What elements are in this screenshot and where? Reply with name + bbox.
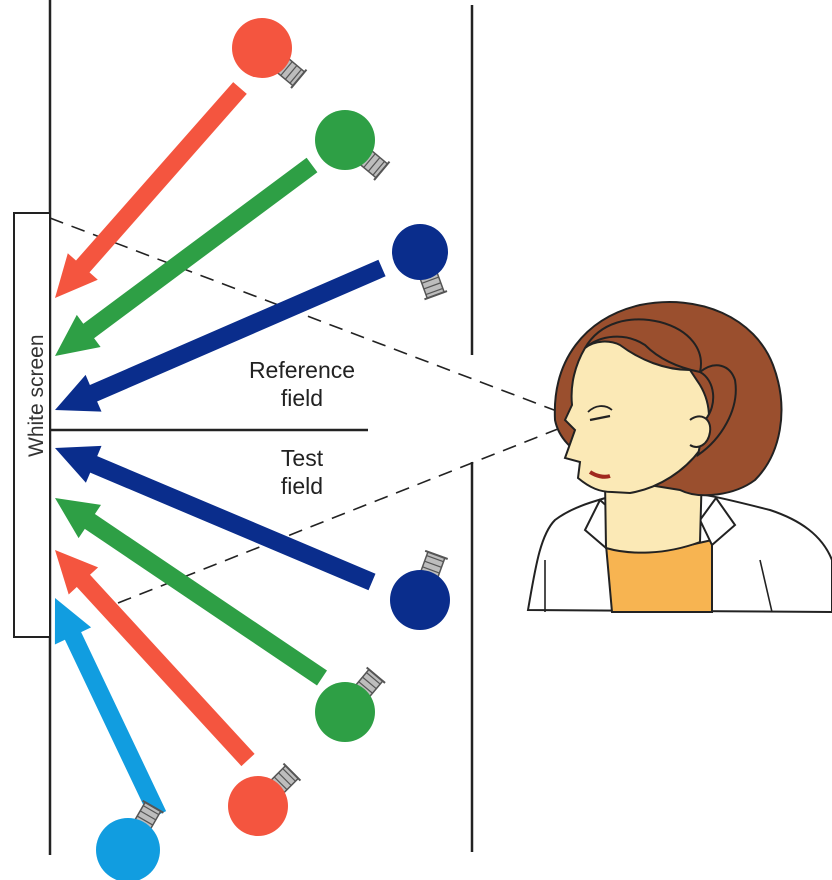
test-label-line2: field	[280, 473, 324, 499]
bulb-ref-red	[232, 18, 292, 78]
light-beam-ref-green	[55, 157, 318, 356]
lamp-test-blue	[390, 549, 450, 630]
bulb-ref-green	[315, 110, 375, 170]
light-beam-test-red	[55, 550, 255, 767]
reference-label-line2: field	[280, 385, 324, 411]
sight-line-lower	[117, 424, 569, 604]
light-beam-ref-red	[55, 82, 247, 298]
test-field-label: Test field	[232, 444, 372, 500]
bulb-test-lightblue	[96, 818, 160, 880]
light-beam-test-blue	[55, 445, 376, 591]
lamp-ref-red	[232, 18, 308, 89]
white-screen	[13, 212, 51, 638]
lamp-test-green	[315, 666, 386, 742]
light-beam-test-green	[55, 498, 327, 686]
face	[563, 340, 710, 495]
lamp-test-red	[228, 762, 302, 836]
white-screen-label: White screen	[25, 334, 49, 457]
observer-woman	[526, 301, 832, 614]
lamp-ref-green	[315, 110, 391, 181]
bulb-test-red	[228, 776, 288, 836]
light-beam-test-lightblue	[54, 598, 167, 819]
sight-line-upper	[49, 217, 576, 419]
bulb-test-green	[315, 682, 375, 742]
lamp-ref-blue	[392, 224, 448, 301]
reference-label-line1: Reference	[248, 357, 356, 383]
lamp-test-lightblue	[96, 799, 164, 880]
light-beam-ref-blue	[55, 259, 386, 412]
test-label-line1: Test	[280, 445, 324, 471]
bulb-test-blue	[390, 570, 450, 630]
bulb-ref-blue	[392, 224, 448, 280]
reference-field-label: Reference field	[232, 356, 372, 412]
